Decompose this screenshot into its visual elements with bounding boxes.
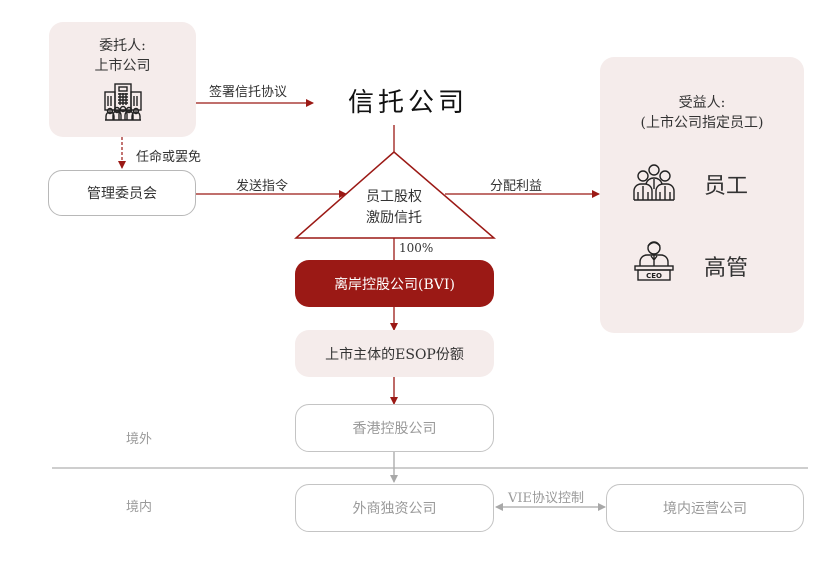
ceo-podium-icon: [634, 241, 674, 281]
beneficiary-employees-label: 员工: [704, 174, 749, 199]
settlor-box: 委托人: 上市公司: [49, 22, 196, 137]
wfoe-label: 外商独资公司: [352, 501, 437, 517]
wfoe-box: 外商独资公司: [295, 484, 494, 532]
committee-box: 管理委员会: [48, 170, 196, 216]
hk-holding-label: 香港控股公司: [352, 421, 437, 437]
beneficiary-executives-label: 高管: [704, 256, 749, 281]
region-offshore-label: 境外: [126, 432, 153, 447]
distribute-label: 分配利益: [490, 179, 543, 194]
settlor-label-2: 上市公司: [94, 58, 151, 74]
offshore-bvi-box: 离岸控股公司(BVI): [295, 260, 494, 307]
beneficiary-label-2: (上市公司指定员工): [640, 115, 764, 131]
committee-label: 管理委员会: [87, 186, 157, 202]
opco-box: 境内运营公司: [606, 484, 804, 532]
sign-agreement-label: 签署信托协议: [209, 85, 288, 100]
esop-label: 上市主体的ESOP份额: [325, 346, 464, 363]
offshore-bvi-label: 离岸控股公司(BVI): [334, 276, 455, 293]
settlor-label-1: 委托人:: [99, 38, 146, 54]
office-building-people-icon: [103, 83, 142, 121]
send-instruction-label: 发送指令: [236, 179, 289, 194]
beneficiary-box: 受益人: (上市公司指定员工): [600, 57, 804, 333]
employees-group-icon: [633, 164, 675, 201]
opco-label: 境内运营公司: [663, 501, 747, 517]
trust-label-2: 激励信托: [366, 210, 422, 226]
trust-label-1: 员工股权: [366, 189, 422, 205]
trust-label: 员工股权 激励信托: [344, 187, 444, 229]
region-onshore-label: 境内: [126, 500, 153, 515]
appoint-label: 任命或罢免: [136, 150, 202, 165]
ownership-label: 100%: [399, 241, 434, 255]
beneficiary-label-1: 受益人:: [678, 95, 726, 111]
hk-holding-box: 香港控股公司: [295, 404, 494, 452]
esop-box: 上市主体的ESOP份额: [295, 330, 494, 377]
ceo-sign: CEO: [646, 272, 662, 280]
trust-company-title: 信托公司: [348, 88, 469, 118]
vie-label: VIE协议控制: [508, 491, 585, 506]
trust-triangle: [294, 151, 497, 239]
